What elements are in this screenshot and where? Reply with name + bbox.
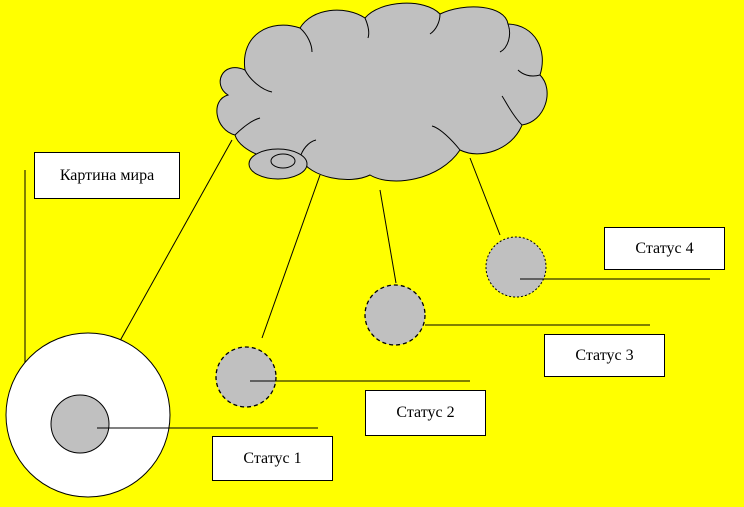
- status-1-text: Статус 1: [243, 449, 302, 467]
- status-2-label: Статус 2: [365, 390, 486, 436]
- status-1-label: Статус 1: [212, 436, 333, 481]
- cloud-fold-2: [299, 27, 313, 53]
- cloud-fold-8: [431, 125, 461, 151]
- inner-world-circle: [50, 394, 110, 454]
- cloud-line-to-status-2: [379, 189, 397, 284]
- cloud-fold-10: [234, 117, 261, 136]
- status-2-text: Статус 2: [396, 404, 455, 421]
- cloud-line-to-status-1: [261, 174, 321, 339]
- status-circle-1: [215, 346, 277, 408]
- cloud-line-to-status-3: [469, 157, 501, 236]
- status-3-text: Статус 3: [575, 346, 634, 364]
- world-picture-text: Картина мира: [59, 166, 155, 184]
- cloud-fold-4: [429, 13, 441, 35]
- thought-bubble-inner: [270, 153, 296, 169]
- cloud-fold-1: [244, 69, 273, 93]
- cloud-fold-3: [364, 17, 370, 39]
- status-circle-2: [364, 284, 426, 346]
- status-circle-3: [485, 236, 547, 298]
- cloud: [216, 2, 548, 182]
- cloud-fold-7: [501, 95, 523, 126]
- cloud-fold-6: [517, 69, 541, 77]
- cloud-fold-5: [499, 23, 511, 53]
- status-4-text: Статус 4: [635, 239, 694, 257]
- world-picture-label: Картина мира: [34, 152, 180, 199]
- status-3-label: Статус 3: [544, 334, 665, 377]
- status-4-label: Статус 4: [604, 227, 725, 270]
